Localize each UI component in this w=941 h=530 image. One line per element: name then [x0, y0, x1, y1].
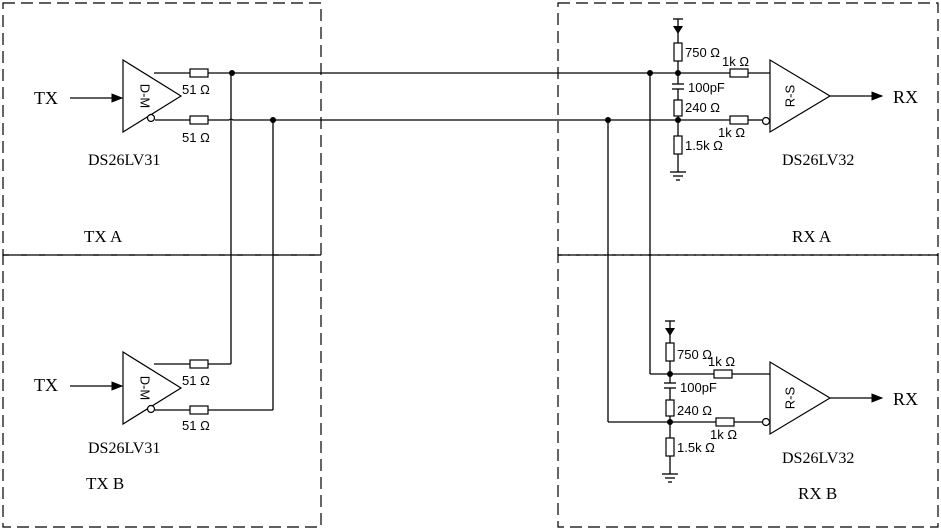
rx-a-input-resistor-bottom [729, 115, 749, 125]
tx-b-input-label: TX [34, 375, 58, 395]
transmitter-a: TX D-M 51 Ω 51 Ω DS26LV31 [34, 58, 232, 169]
rx-b-pullup-value: 750 Ω [677, 347, 712, 362]
region-label-tx-b: TX B [86, 474, 124, 493]
tx-b-box [2, 254, 322, 528]
tx-a-driver-symbol [122, 58, 183, 134]
tx-a-part-number: DS26LV31 [88, 152, 160, 169]
rx-a-box [557, 2, 939, 256]
tx-b-driver-label: D-M [138, 376, 153, 401]
rx-a-pulldown-resistor [673, 135, 683, 155]
rx-a-input-resistor-top-value: 1k Ω [722, 54, 749, 69]
region-label-rx-a: RX A [792, 227, 832, 246]
rx-b-capacitor-value: 100pF [680, 380, 717, 395]
tx-a-input-label: TX [34, 88, 58, 108]
rx-a-receiver-label: R-S [782, 84, 797, 107]
tx-a-resistor-bottom-value: 51 Ω [182, 130, 210, 145]
receiver-b: 750 Ω 100pF 240 Ω 1.5k Ω 1k Ω 1k Ω R-S R… [662, 320, 918, 483]
rx-a-pulldown-value: 1.5k Ω [685, 138, 723, 153]
rx-a-input-resistor-top [729, 68, 749, 78]
rx-b-part-number: DS26LV32 [782, 450, 854, 467]
rx-b-ground-symbol [662, 473, 678, 483]
tx-a-inverting-bubble [146, 113, 156, 123]
rx-b-pulldown-value: 1.5k Ω [677, 440, 715, 455]
rx-b-input-resistor-bottom [715, 417, 735, 427]
tx-b-resistor-bottom [189, 405, 209, 415]
region-label-rx-b: RX B [798, 484, 837, 503]
rx-b-output-label: RX [893, 389, 918, 409]
rx-b-pulldown-resistor [665, 437, 675, 457]
rx-b-termination-resistor [665, 399, 675, 417]
rx-b-input-resistor-top-value: 1k Ω [708, 354, 735, 369]
bus-line-b [228, 118, 608, 121]
region-label-tx-a: TX A [84, 227, 123, 246]
rx-a-capacitor-value: 100pF [688, 80, 725, 95]
tx-b-resistor-top-value: 51 Ω [182, 373, 210, 388]
junction-dot [229, 70, 235, 76]
receiver-a: 750 Ω 100pF 240 Ω 1.5k Ω 1k Ω 1k Ω [670, 18, 918, 181]
rx-b-box [557, 254, 939, 528]
tx-b-inverting-bubble [146, 404, 156, 414]
rx-a-input-resistor-bottom-value: 1k Ω [718, 125, 745, 140]
tx-b-resistor-bottom-value: 51 Ω [182, 418, 210, 433]
bus-wiring [228, 70, 680, 423]
tx-a-box [2, 2, 322, 256]
tx-b-part-number: DS26LV31 [88, 440, 160, 457]
rx-a-termination-resistor [673, 99, 683, 117]
rx-b-receiver-symbol [769, 360, 832, 436]
junction-dot [270, 117, 276, 123]
rx-b-inverting-bubble [761, 417, 771, 427]
rx-b-input-resistor-top [713, 369, 733, 379]
tx-a-driver-label: D-M [138, 84, 153, 109]
tx-a-resistor-bottom [189, 115, 209, 125]
rx-a-inverting-bubble [761, 116, 771, 126]
transmitter-b: TX D-M 51 Ω 51 Ω DS26LV31 [34, 350, 273, 457]
rx-a-termination-value: 240 Ω [685, 100, 720, 115]
rx-a-ground-symbol [670, 171, 686, 181]
rx-a-output-label: RX [893, 87, 918, 107]
tx-a-resistor-top-value: 51 Ω [182, 82, 210, 97]
rx-a-pullup-value: 750 Ω [685, 45, 720, 60]
rx-a-receiver-symbol [769, 58, 832, 134]
tx-b-resistor-top [189, 359, 209, 369]
rx-b-input-resistor-bottom-value: 1k Ω [710, 427, 737, 442]
rx-b-pullup-resistor [665, 342, 675, 362]
rx-a-pullup-resistor [673, 42, 683, 62]
rx-b-termination-value: 240 Ω [677, 403, 712, 418]
tx-a-resistor-top [189, 68, 209, 78]
rx-b-receiver-label: R-S [782, 386, 797, 409]
rx-a-part-number: DS26LV32 [782, 152, 854, 169]
